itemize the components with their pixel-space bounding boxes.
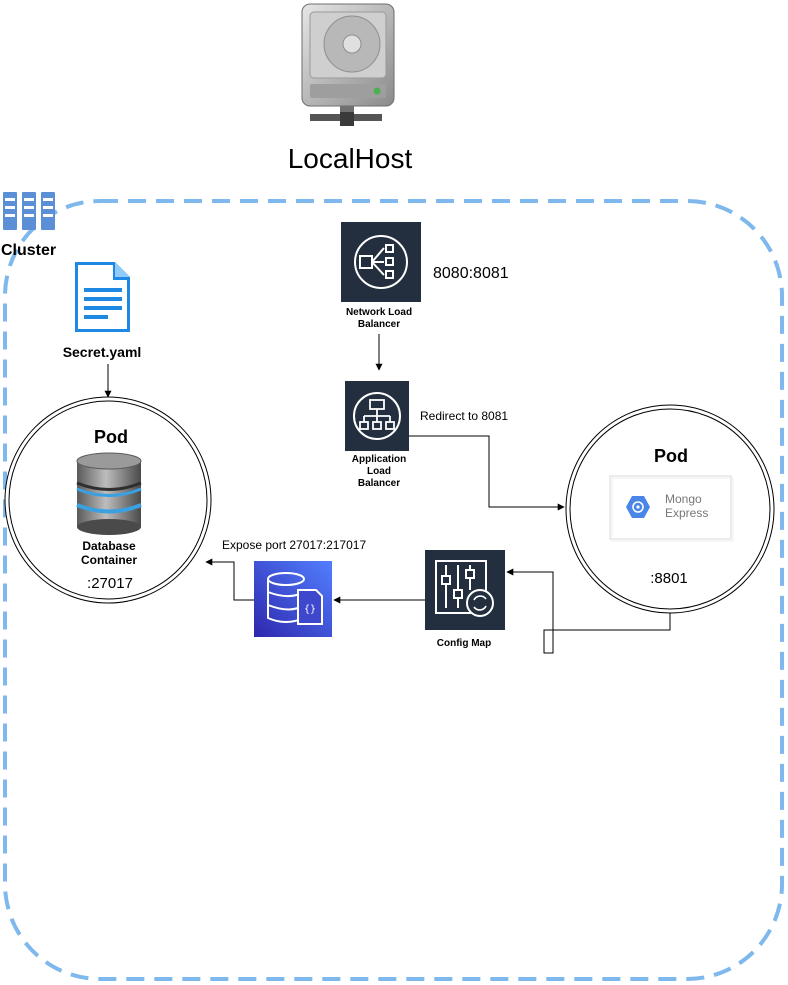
- pod-right-port: :8801: [650, 570, 688, 587]
- container-label-2: Container: [81, 553, 137, 567]
- mongo-express-icon: [609, 475, 734, 542]
- nlb-label-2: Balancer: [358, 319, 400, 330]
- application-load-balancer-icon: [345, 381, 409, 451]
- connector-bracket: [543, 629, 554, 654]
- pod-right-title: Pod: [654, 446, 688, 466]
- nlb-ports: 8080:8081: [433, 265, 509, 282]
- alb-label-2: Load: [367, 466, 391, 477]
- database-cylinder-icon: [76, 452, 142, 535]
- config-map-icon: [425, 550, 505, 630]
- mongo-express-name-1: Mongo: [665, 492, 702, 506]
- cluster-label: Cluster: [1, 242, 56, 259]
- pod-left-port: :27017: [87, 575, 133, 592]
- container-label-1: Database: [82, 539, 136, 553]
- database-service-icon: {}: [254, 561, 332, 637]
- server-rack-icon: [3, 192, 55, 230]
- document-icon: [75, 262, 130, 332]
- alb-label-3: Balancer: [358, 478, 400, 489]
- svg-text:{}: {}: [304, 604, 316, 615]
- localhost-title: LocalHost: [288, 143, 413, 174]
- config-map-label: Config Map: [437, 638, 491, 649]
- alb-redirect-label: Redirect to 8081: [420, 409, 508, 423]
- alb-label-1: Application: [352, 454, 406, 465]
- dbservice-to-pod-arrow: [205, 558, 254, 601]
- cluster-boundary: [3, 199, 784, 981]
- alb-to-pod-arrow: [409, 435, 565, 511]
- network-load-balancer-icon: [341, 222, 421, 302]
- mongo-express-name-2: Express: [665, 506, 708, 520]
- pod-left-title: Pod: [94, 427, 128, 447]
- hard-drive-icon: [301, 3, 395, 126]
- expose-port-label: Expose port 27017:217017: [222, 538, 366, 552]
- secret-label: Secret.yaml: [63, 344, 142, 360]
- nlb-label-1: Network Load: [346, 307, 412, 318]
